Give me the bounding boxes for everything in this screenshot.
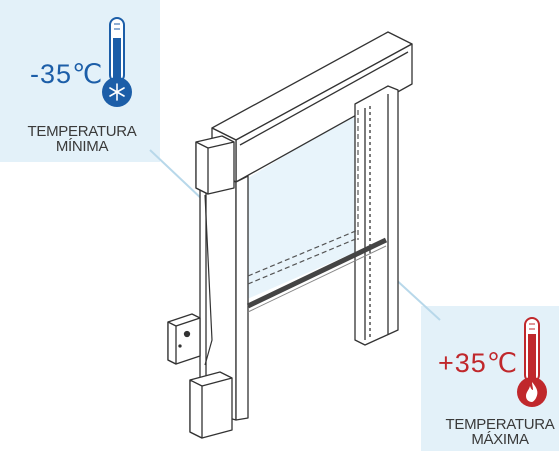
flame-icon [526, 382, 538, 402]
max-label-line1: TEMPERATURA [445, 416, 555, 433]
min-temperature-value: -35℃ [30, 59, 104, 89]
control-box-button-icon [183, 330, 191, 338]
max-temperature-value: +35℃ [438, 348, 519, 378]
min-label-line2: MÍNIMA [55, 138, 109, 155]
bottom-bar-shadow [247, 245, 387, 313]
control-box [167, 313, 201, 365]
bottom-bar [246, 237, 388, 309]
min-temperature-label: TEMPERATURA MÍNIMA [8, 124, 156, 154]
cable [204, 194, 213, 366]
min-temperature-card [0, 0, 160, 162]
max-label-line2: MÁXIMA [471, 431, 529, 448]
cold-thermometer-icon [102, 17, 132, 107]
min-label-line1: TEMPERATURA [27, 123, 137, 140]
left-guide-rail [199, 169, 249, 421]
curtain-dashes [247, 110, 359, 285]
hot-thermometer-icon [517, 317, 547, 407]
door-curtain [245, 110, 360, 300]
snowflake-icon [109, 83, 125, 101]
right-guide-rail [354, 85, 399, 346]
base-foot [189, 371, 233, 439]
motor-unit [195, 135, 235, 195]
max-temperature-label: TEMPERATURA MÁXIMA [420, 417, 559, 447]
